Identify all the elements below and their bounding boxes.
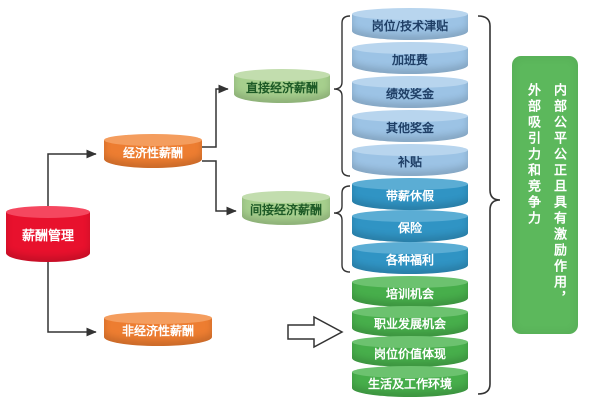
non-economic-item: 培训机会 — [352, 276, 468, 307]
summary-text: 内部公平公正且具有激励作用， 外部吸引力和竞争力 — [519, 83, 571, 307]
arrow-root-to-economic — [47, 149, 97, 210]
arrow-economic-to-direct — [202, 84, 229, 148]
direct-item: 补贴 — [352, 144, 468, 176]
direct-item: 绩效奖金 — [352, 76, 468, 108]
brace-summary — [477, 15, 501, 395]
summary-box: 内部公平公正且具有激励作用， 外部吸引力和竞争力 — [512, 56, 578, 334]
indirect-item: 各种福利 — [352, 242, 468, 274]
node-non-economic-compensation: 非经济性薪酬 — [104, 312, 212, 346]
node-compensation-management: 薪酬管理 — [6, 206, 90, 262]
direct-item: 岗位/技术津贴 — [352, 8, 468, 40]
non-economic-item: 职业发展机会 — [352, 306, 468, 337]
direct-item: 其他奖金 — [352, 110, 468, 142]
brace-indirect-group — [333, 185, 351, 273]
arrow-root-to-non-economic — [47, 262, 97, 337]
non-economic-item: 岗位价值体现 — [352, 336, 468, 367]
node-indirect-economic: 间接经济薪酬 — [242, 191, 330, 225]
brace-direct-group — [333, 15, 351, 177]
block-arrow-non-economic — [287, 315, 344, 349]
direct-item: 加班费 — [352, 42, 468, 74]
arrow-economic-to-indirect — [202, 160, 237, 216]
node-economic-compensation: 经济性薪酬 — [104, 134, 202, 168]
node-direct-economic: 直接经济薪酬 — [234, 69, 330, 103]
indirect-item: 保险 — [352, 210, 468, 242]
indirect-item: 带薪休假 — [352, 178, 468, 210]
summary-col1: 内部公平公正且具有激励作用， — [551, 83, 566, 307]
non-economic-item: 生活及工作环境 — [352, 366, 468, 397]
summary-col2: 外部吸引力和竞争力 — [525, 83, 540, 227]
